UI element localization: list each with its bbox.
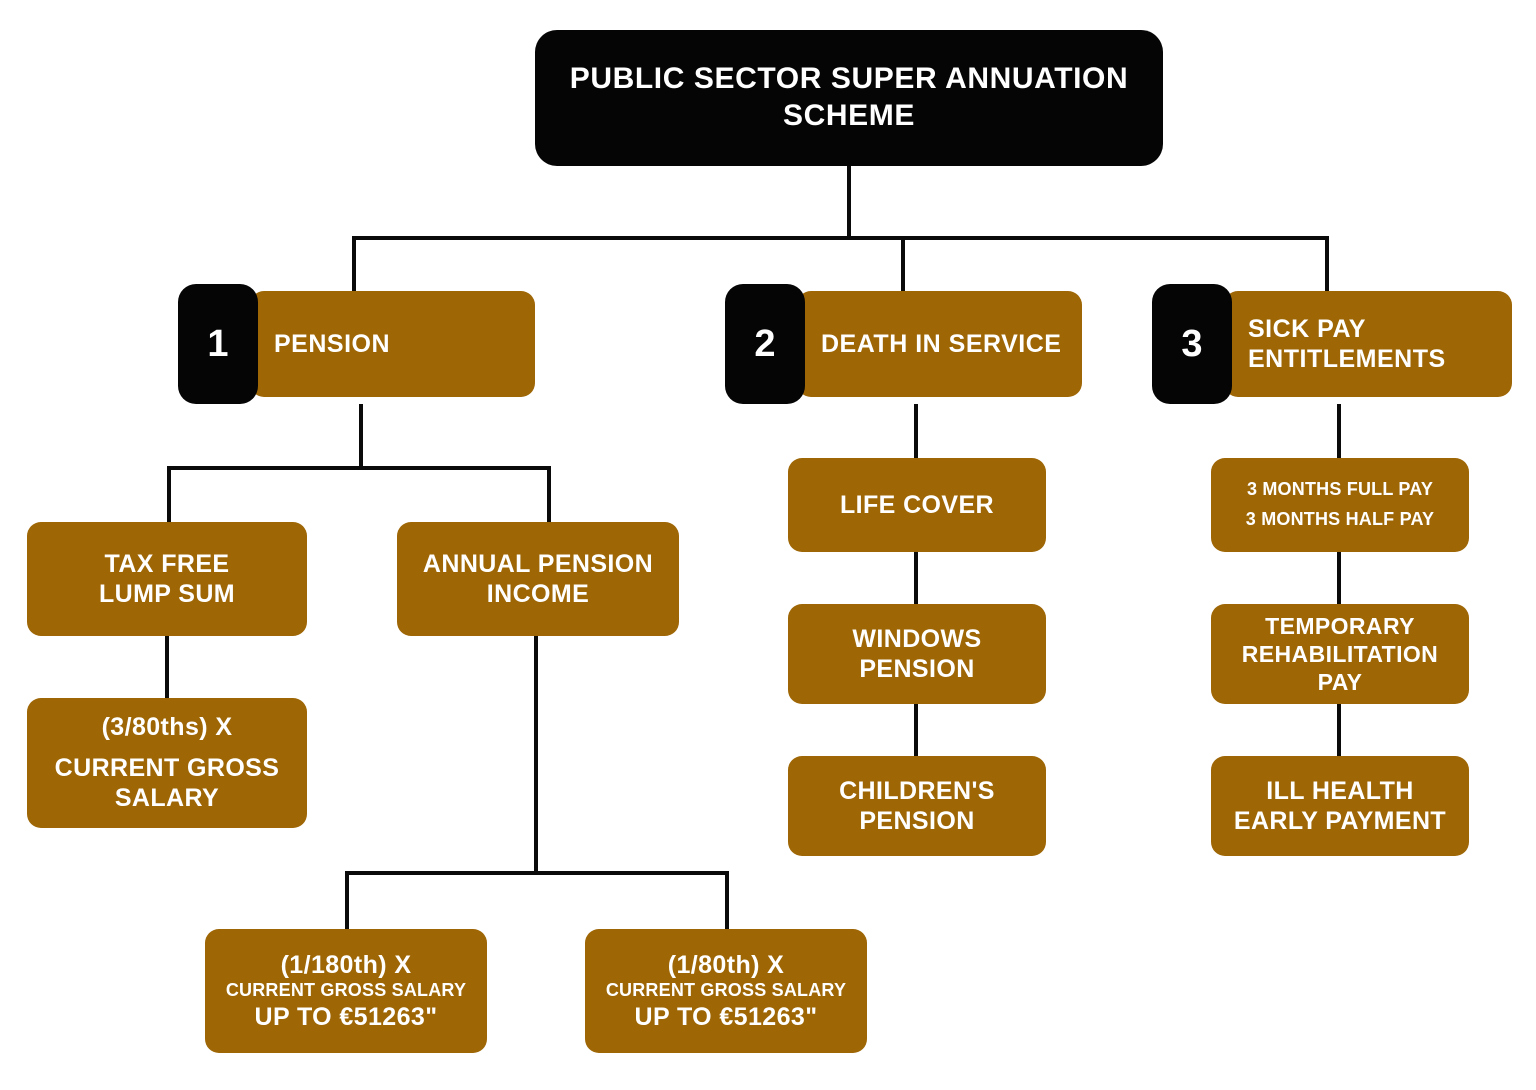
node-tax-free-formula[interactable]: (3/80ths) X CURRENT GROSS SALARY: [27, 698, 307, 828]
root-node-public-sector-super-annuation-scheme: PUBLIC SECTOR SUPER ANNUATION SCHEME: [535, 30, 1163, 166]
connector-death-in-service-stem: [914, 404, 918, 458]
connector-drop-branch-2: [901, 236, 905, 291]
ill-health-line1: ILL HEALTH: [1266, 776, 1414, 805]
connector-annual-formula-bus: [345, 871, 729, 875]
annual-formula-left-line3: UP TO €51263": [254, 1002, 438, 1031]
connector-drop-branch-3: [1325, 236, 1329, 291]
tax-free-lump-sum-line2: LUMP SUM: [98, 580, 236, 608]
annual-formula-right-line3: UP TO €51263": [634, 1002, 818, 1031]
connector-root-stem: [847, 166, 851, 238]
connector-life-cover-to-windows-pension: [914, 552, 918, 604]
tax-free-formula-line1: (3/80ths) X: [101, 713, 233, 742]
node-annual-formula-80th[interactable]: (1/80th) X CURRENT GROSS SALARY UP TO €5…: [585, 929, 867, 1053]
branch-1-number-badge: 1: [178, 284, 258, 404]
annual-formula-right-line2: CURRENT GROSS SALARY: [605, 980, 847, 1001]
windows-pension-line2: PENSION: [859, 655, 975, 683]
connector-sick-pay-stem: [1337, 404, 1341, 458]
node-3-months-pay[interactable]: 3 MONTHS FULL PAY 3 MONTHS HALF PAY: [1211, 458, 1469, 552]
connector-windows-pension-to-childrens-pension: [914, 704, 918, 756]
annual-formula-left-line2: CURRENT GROSS SALARY: [225, 980, 467, 1001]
connector-drop-annual-formula-right: [725, 871, 729, 929]
temporary-rehabilitation-line2: REHABILITATION: [1241, 640, 1439, 667]
branch-2-bar: DEATH IN SERVICE: [797, 291, 1082, 397]
connector-drop-annual-pension-income: [547, 466, 551, 522]
root-title-line2: SCHEME: [783, 99, 915, 132]
connector-pension-stem: [359, 404, 363, 468]
months-pay-line1: 3 MONTHS FULL PAY: [1246, 479, 1434, 500]
branch-3-number-badge: 3: [1152, 284, 1232, 404]
root-title-line1: PUBLIC SECTOR SUPER ANNUATION: [569, 62, 1129, 96]
branch-3-label-line1: SICK PAY: [1248, 314, 1366, 343]
connector-drop-annual-formula-left: [345, 871, 349, 929]
childrens-pension-line2: PENSION: [859, 807, 975, 835]
windows-pension-line1: WINDOWS: [852, 624, 982, 653]
branch-3-label-line2: ENTITLEMENTS: [1248, 345, 1446, 373]
connector-pension-bus: [167, 466, 551, 470]
temporary-rehabilitation-line1: TEMPORARY: [1265, 612, 1415, 639]
branch-2-number-badge: 2: [725, 284, 805, 404]
node-life-cover[interactable]: LIFE COVER: [788, 458, 1046, 552]
node-ill-health-early-payment[interactable]: ILL HEALTH EARLY PAYMENT: [1211, 756, 1469, 856]
months-pay-line2: 3 MONTHS HALF PAY: [1245, 509, 1435, 529]
connector-level1-bus: [352, 236, 1329, 240]
connector-annual-pension-stem: [534, 636, 538, 873]
connector-months-pay-to-temporary-rehabilitation: [1337, 552, 1341, 604]
node-annual-pension-income[interactable]: ANNUAL PENSION INCOME: [397, 522, 679, 636]
branch-3-sick-pay-entitlements[interactable]: SICK PAY ENTITLEMENTS 3: [1152, 284, 1512, 404]
branch-1-pension[interactable]: PENSION 1: [178, 284, 535, 404]
childrens-pension-line1: CHILDREN'S: [839, 776, 995, 805]
annual-formula-left-line1: (1/180th) X: [280, 950, 412, 979]
node-temporary-rehabilitation-pay[interactable]: TEMPORARY REHABILITATION PAY: [1211, 604, 1469, 704]
tax-free-formula-line2: CURRENT GROSS: [54, 753, 280, 782]
connector-drop-tax-free-lump-sum: [167, 466, 171, 522]
branch-1-label: PENSION: [274, 329, 391, 358]
ill-health-line2: EARLY PAYMENT: [1233, 807, 1447, 835]
connector-tax-free-to-formula: [165, 636, 169, 698]
node-annual-formula-180th[interactable]: (1/180th) X CURRENT GROSS SALARY UP TO €…: [205, 929, 487, 1053]
node-childrens-pension[interactable]: CHILDREN'S PENSION: [788, 756, 1046, 856]
branch-2-label: DEATH IN SERVICE: [821, 329, 1062, 358]
life-cover-label: LIFE COVER: [839, 490, 994, 519]
annual-formula-right-line1: (1/80th) X: [667, 950, 785, 979]
tax-free-lump-sum-line1: TAX FREE: [104, 549, 230, 578]
branch-3-bar: SICK PAY ENTITLEMENTS: [1224, 291, 1512, 397]
node-tax-free-lump-sum[interactable]: TAX FREE LUMP SUM: [27, 522, 307, 636]
connector-drop-branch-1: [352, 236, 356, 291]
node-windows-pension[interactable]: WINDOWS PENSION: [788, 604, 1046, 704]
branch-1-bar: PENSION: [250, 291, 535, 397]
temporary-rehabilitation-line3: PAY: [1317, 669, 1363, 696]
branch-3-label: SICK PAY ENTITLEMENTS: [1248, 314, 1500, 375]
tax-free-formula-line3: SALARY: [114, 784, 220, 813]
branch-2-death-in-service[interactable]: DEATH IN SERVICE 2: [725, 284, 1082, 404]
connector-temporary-rehabilitation-to-ill-health: [1337, 704, 1341, 756]
annual-pension-income-line1: ANNUAL PENSION: [422, 549, 654, 578]
annual-pension-income-line2: INCOME: [486, 580, 590, 608]
